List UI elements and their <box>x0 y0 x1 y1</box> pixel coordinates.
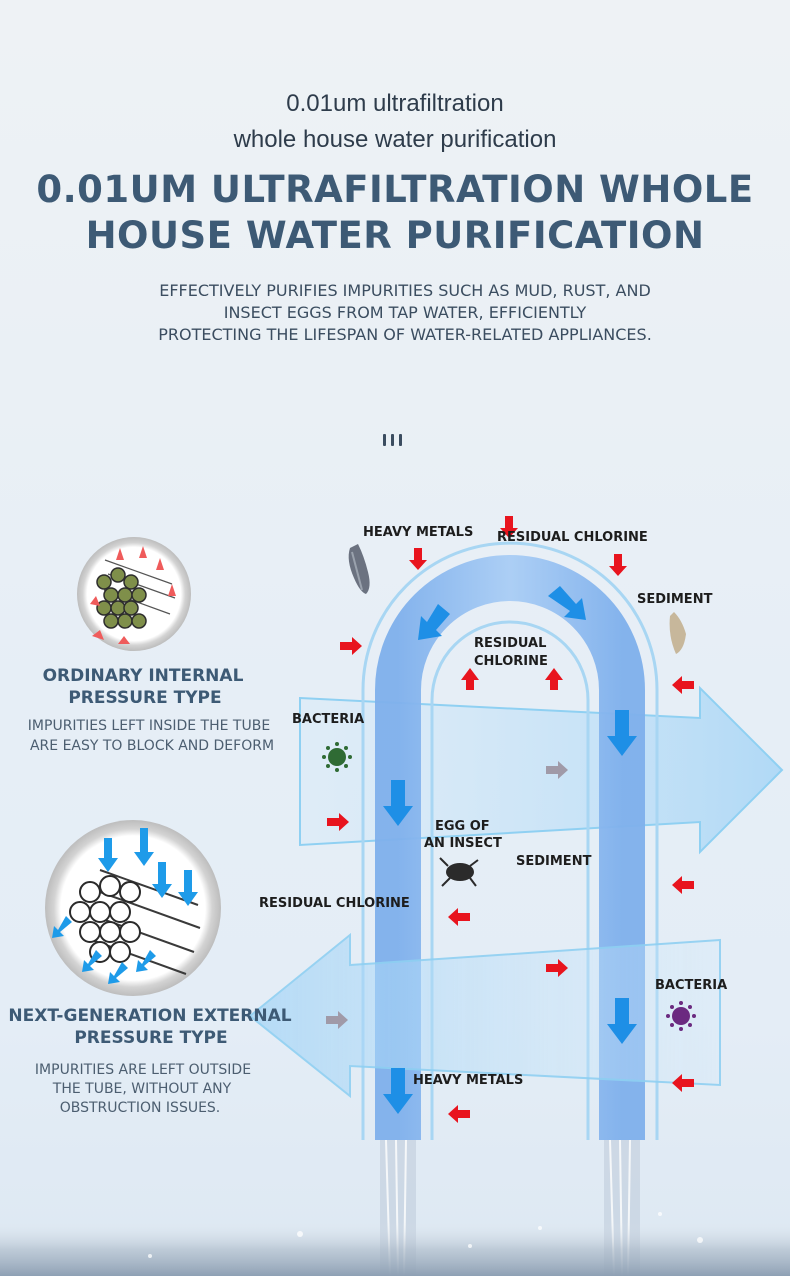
u-tube <box>375 555 645 1140</box>
label-egg-1: EGG OF <box>435 819 490 834</box>
external-title-1: NEXT-GENERATION EXTERNAL <box>8 1006 292 1026</box>
subtitle-line-2: whole house water purification <box>233 126 557 153</box>
label-residual-inner-1: RESIDUAL <box>474 636 547 651</box>
label-bacteria-left: BACTERIA <box>292 712 365 727</box>
label-bacteria-right: BACTERIA <box>655 978 728 993</box>
headline-line-2: HOUSE WATER PURIFICATION <box>85 214 705 257</box>
description-line-2: INSECT EGGS FROM TAP WATER, EFFICIENTLY <box>223 303 587 322</box>
ordinary-desc-2: ARE EASY TO BLOCK AND DEFORM <box>29 738 275 754</box>
tube-inner-outline <box>430 620 590 1140</box>
tube-flow-arrows <box>383 586 637 1114</box>
label-residual-chlorine-top: RESIDUAL CHLORINE <box>497 530 648 545</box>
flow-arrow-left <box>248 932 721 1099</box>
external-desc-2: THE TUBE, WITHOUT ANY <box>52 1081 232 1097</box>
label-egg-2: AN INSECT <box>424 836 502 851</box>
headline-line-1: 0.01UM ULTRAFILTRATION WHOLE <box>36 168 754 211</box>
label-sediment-top: SEDIMENT <box>637 592 713 607</box>
external-desc-1: IMPURITIES ARE LEFT OUTSIDE <box>34 1062 252 1078</box>
label-heavy-metals-top: HEAVY METALS <box>363 525 474 540</box>
description-line-3: PROTECTING THE LIFESPAN OF WATER-RELATED… <box>158 325 652 344</box>
label-residual-chlorine-left: RESIDUAL CHLORINE <box>259 896 410 911</box>
tube-outline <box>361 541 659 1140</box>
label-residual-inner-2: CHLORINE <box>474 654 548 669</box>
external-desc-3: OBSTRUCTION ISSUES. <box>59 1100 221 1116</box>
grey-flow-arrows <box>326 761 568 1029</box>
external-title-2: PRESSURE TYPE <box>74 1028 228 1048</box>
flow-arrow-right <box>299 685 784 855</box>
water-outlets <box>0 1139 790 1276</box>
ordinary-pressure-illustration <box>77 537 191 651</box>
label-sediment-mid: SEDIMENT <box>516 854 592 869</box>
divider-dots <box>383 434 402 446</box>
ordinary-title-2: PRESSURE TYPE <box>68 688 222 708</box>
description-line-1: EFFECTIVELY PURIFIES IMPURITIES SUCH AS … <box>159 281 651 300</box>
subtitle-line-1: 0.01um ultrafiltration <box>286 90 504 117</box>
ordinary-title-1: ORDINARY INTERNAL <box>42 666 244 686</box>
ordinary-desc-1: IMPURITIES LEFT INSIDE THE TUBE <box>27 718 271 734</box>
impurity-particles <box>322 544 696 1031</box>
label-heavy-metals-bottom: HEAVY METALS <box>413 1073 524 1088</box>
external-pressure-illustration <box>45 820 221 996</box>
red-pressure-arrows <box>327 516 694 1123</box>
